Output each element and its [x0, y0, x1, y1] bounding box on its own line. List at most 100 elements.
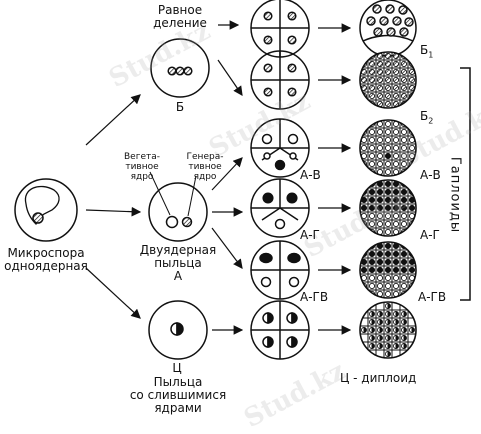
nucleus	[408, 100, 416, 108]
nucleus	[400, 282, 408, 290]
nucleus	[368, 128, 376, 136]
nucleus	[384, 266, 392, 274]
nucleus-half	[387, 327, 391, 333]
nucleus	[376, 204, 384, 212]
nucleus	[376, 136, 384, 144]
nucleus-half	[363, 327, 367, 333]
nucleus	[384, 136, 392, 144]
nucleus	[384, 228, 392, 236]
nucleus	[376, 68, 384, 76]
nucleus-pointers	[149, 171, 197, 217]
nucleus-half	[403, 335, 407, 341]
nucleus	[384, 258, 392, 266]
nucleus	[384, 92, 392, 100]
nucleus-half	[387, 311, 391, 317]
nucleus	[360, 144, 368, 152]
nucleus	[376, 220, 384, 228]
mid-cell-c	[250, 300, 310, 360]
nucleus	[384, 274, 392, 282]
nucleus	[400, 188, 408, 196]
nucleus	[368, 188, 376, 196]
nucleus	[368, 220, 376, 228]
nucleus	[360, 120, 368, 128]
right-cell-b2	[359, 51, 417, 109]
nucleus	[392, 258, 400, 266]
nucleus	[360, 180, 368, 188]
nucleus	[400, 160, 408, 168]
nucleus	[376, 266, 384, 274]
microspore-cell	[14, 178, 78, 242]
nucleus-half	[371, 327, 375, 333]
nucleus	[408, 228, 416, 236]
nucleus-half	[387, 303, 391, 309]
nucleus	[392, 60, 400, 68]
nucleus-half	[403, 319, 407, 325]
nucleus	[368, 76, 376, 84]
nucleus	[384, 180, 392, 188]
mid-cell-1	[250, 0, 310, 58]
nucleus	[400, 152, 408, 160]
nucleus-half	[379, 327, 383, 333]
nucleus	[400, 266, 408, 274]
nucleus	[368, 212, 376, 220]
nucleus	[384, 212, 392, 220]
label-ag-mid: А-Г	[300, 228, 320, 242]
nucleus-half	[387, 343, 391, 349]
nucleus	[368, 160, 376, 168]
nucleus-half	[371, 343, 375, 349]
label-b1: Б1	[420, 43, 434, 60]
nucleus	[376, 84, 384, 92]
nucleus	[408, 52, 416, 60]
nucleus	[368, 144, 376, 152]
nucleus	[400, 92, 408, 100]
label-av-right: А-В	[420, 168, 441, 182]
nucleus	[400, 258, 408, 266]
nucleus	[408, 120, 416, 128]
nucleus	[392, 188, 400, 196]
nucleus	[368, 250, 376, 258]
nucleus	[360, 76, 368, 84]
nucleus-half	[411, 327, 415, 333]
nucleus	[400, 220, 408, 228]
label-agv-right: А-ГВ	[418, 290, 447, 304]
nucleus-half	[371, 335, 375, 341]
nucleus	[376, 250, 384, 258]
nucleus-half	[379, 319, 383, 325]
cell-a	[148, 182, 208, 242]
nucleus	[392, 196, 400, 204]
label-b2: Б2	[420, 109, 434, 126]
label-ag-right: А-Г	[420, 228, 440, 242]
nucleus	[400, 84, 408, 92]
nucleus	[384, 188, 392, 196]
nucleus-half	[387, 319, 391, 325]
nucleus	[392, 250, 400, 258]
nucleus	[408, 204, 416, 212]
nucleus-half	[395, 311, 399, 317]
nucleus	[368, 136, 376, 144]
nucleus	[400, 274, 408, 282]
nucleus	[400, 68, 408, 76]
nucleus	[360, 290, 368, 298]
right-cell-c	[359, 301, 417, 359]
nucleus-half	[387, 351, 391, 357]
nucleus	[384, 290, 392, 298]
nucleus	[392, 266, 400, 274]
nucleus	[368, 282, 376, 290]
nucleus	[376, 76, 384, 84]
nucleus	[392, 144, 400, 152]
nucleus	[376, 188, 384, 196]
nucleus	[376, 92, 384, 100]
nucleus	[368, 258, 376, 266]
nucleus	[368, 196, 376, 204]
nucleus	[400, 144, 408, 152]
cell-b	[150, 38, 210, 98]
nucleus	[376, 258, 384, 266]
nucleus	[392, 160, 400, 168]
mid-cell-2	[250, 50, 310, 110]
nucleus	[392, 282, 400, 290]
